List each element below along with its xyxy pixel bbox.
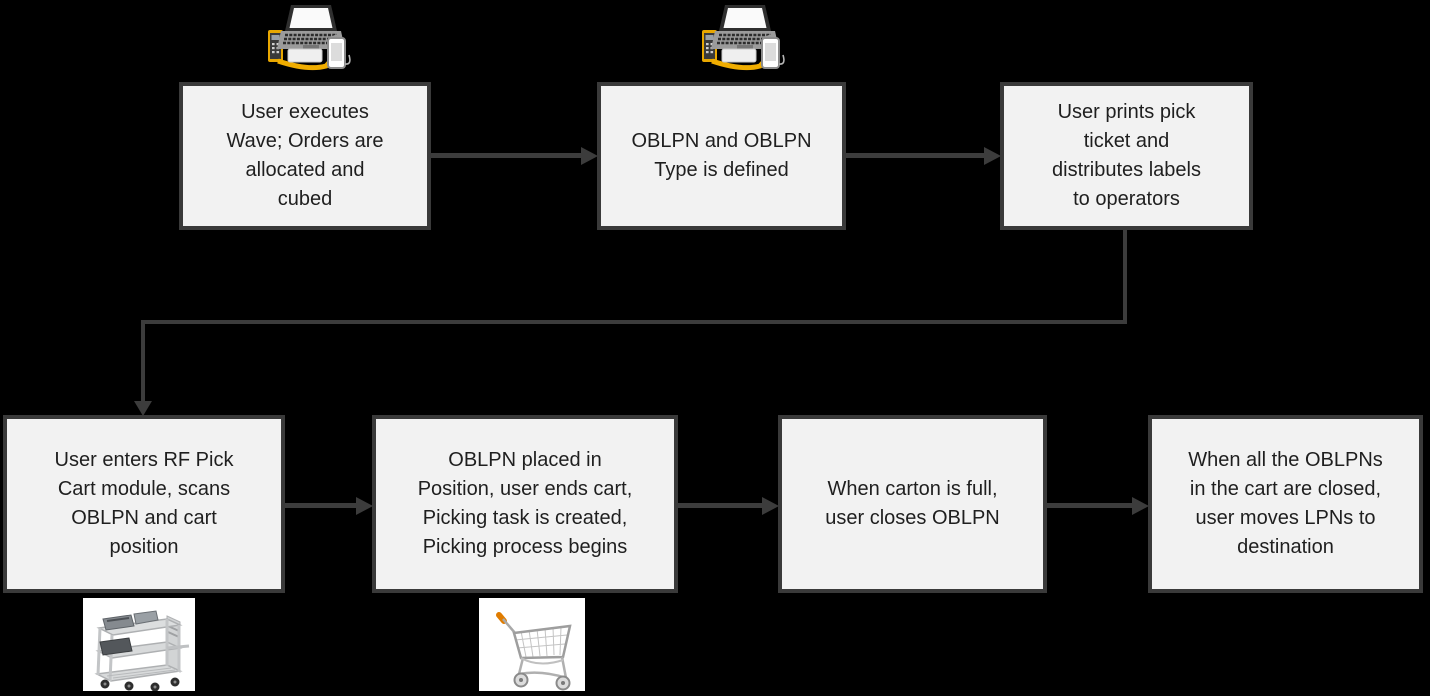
arrow-head-right-icon	[356, 497, 373, 515]
elbow-connector-segment	[141, 320, 145, 402]
arrow-head-right-icon	[984, 147, 1001, 165]
arrow-head-right-icon	[581, 147, 598, 165]
arrow-line	[846, 153, 985, 158]
arrow-line	[285, 503, 357, 508]
flow-node-move-lpns: When all the OBLPNs in the cart are clos…	[1148, 415, 1423, 593]
flow-node-execute-wave: User executes Wave; Orders are allocated…	[179, 82, 431, 230]
laptop-workstation-icon	[702, 4, 786, 74]
elbow-connector-segment	[141, 320, 1127, 324]
flow-node-oblpn-placed: OBLPN placed in Position, user ends cart…	[372, 415, 678, 593]
flow-node-define-oblpn: OBLPN and OBLPN Type is defined	[597, 82, 846, 230]
laptop-workstation-icon	[268, 4, 352, 74]
arrow-head-down-icon	[134, 401, 152, 416]
arrow-line	[678, 503, 763, 508]
arrow-line	[1047, 503, 1133, 508]
flow-node-close-oblpn: When carton is full, user closes OBLPN	[778, 415, 1047, 593]
elbow-connector-segment	[1123, 230, 1127, 322]
arrow-head-right-icon	[762, 497, 779, 515]
shopping-cart-photo	[479, 598, 585, 691]
flow-node-print-pick-ticket: User prints pick ticket and distributes …	[1000, 82, 1253, 230]
arrow-head-right-icon	[1132, 497, 1149, 515]
arrow-line	[431, 153, 582, 158]
flow-node-rf-pick-cart: User enters RF Pick Cart module, scans O…	[3, 415, 285, 593]
pick-cart-photo	[83, 598, 195, 691]
